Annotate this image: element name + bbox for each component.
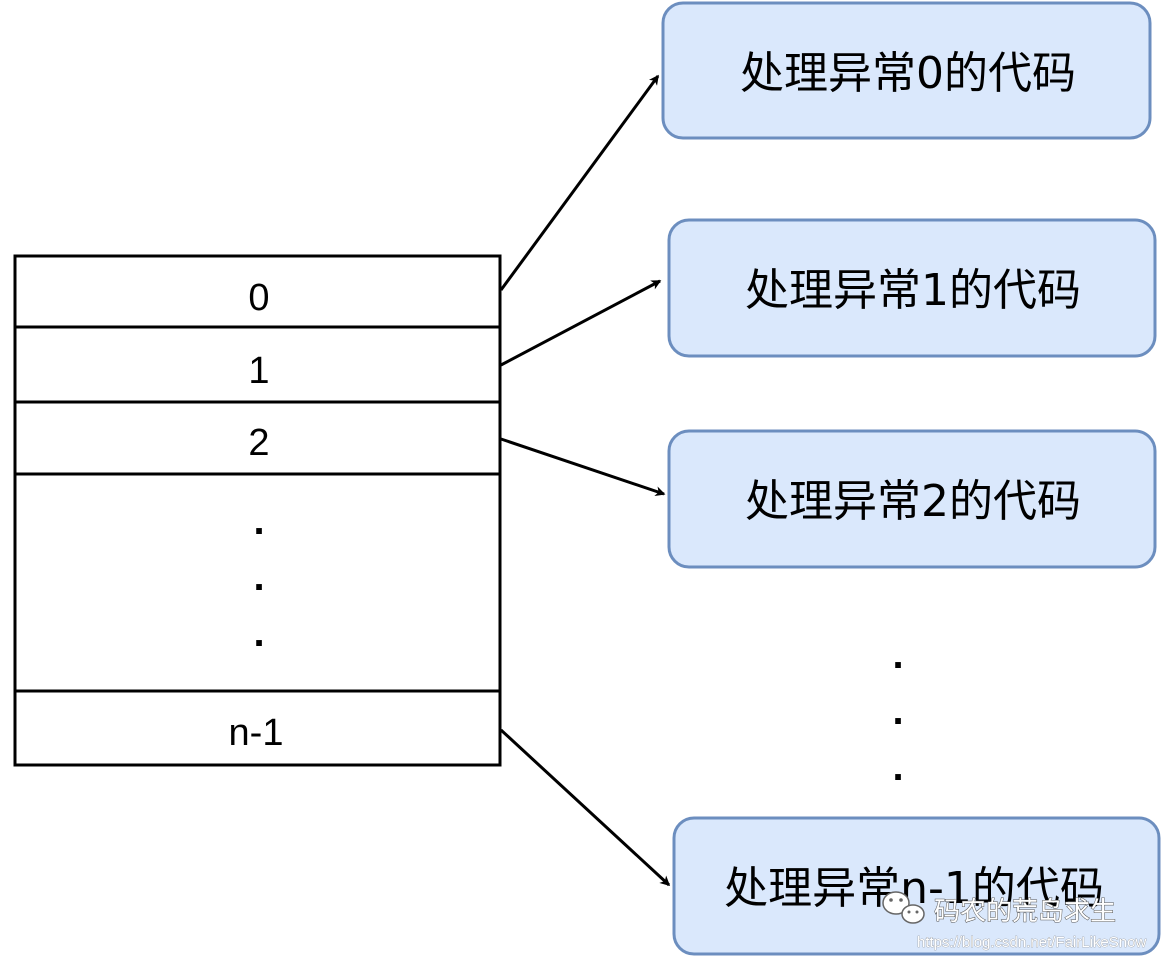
handler-ellipsis-dot: . [892, 689, 903, 733]
arrow-2 [500, 437, 666, 497]
handler-box-1 [667, 218, 1157, 358]
handler-boxes: 处理异常0的代码 处理异常1的代码 处理异常2的代码 . . . 处理异常n-1… [661, 1, 1161, 956]
handler-ellipsis-dot: . [892, 745, 903, 789]
arrows [499, 74, 671, 887]
table-cell-n-1 [13, 689, 502, 767]
table-cell-0 [13, 254, 502, 329]
arrow-0 [499, 74, 660, 291]
handler-label: 处理异常1的代码 [745, 265, 1081, 316]
handler-label: 处理异常2的代码 [745, 476, 1081, 527]
table-ellipsis-dot: . [253, 611, 264, 655]
table-cell-1 [13, 325, 502, 404]
watermark: 码农的荒岛求生 https://blog.csdn.net/FairLikeSn… [882, 891, 1147, 951]
handler-box-2 [667, 429, 1157, 569]
arrow-n-1 [499, 728, 671, 887]
handler-ellipsis-dot: . [892, 633, 903, 677]
table-cell-ellipsis [13, 472, 502, 693]
wechat-icon [882, 891, 925, 924]
table-entry-label: 0 [248, 277, 269, 319]
handler-label: 处理异常0的代码 [740, 48, 1076, 99]
watermark-url: https://blog.csdn.net/FairLikeSnow [917, 934, 1146, 951]
handler-box-n-1 [672, 816, 1161, 956]
handler-box-0 [661, 1, 1152, 140]
arrow-1 [500, 279, 662, 367]
vector-table: 0 1 2 . . . n-1 [13, 254, 502, 767]
table-entry-label: 1 [248, 350, 269, 392]
table-ellipsis-dot: . [253, 499, 264, 543]
table-ellipsis-dot: . [253, 555, 264, 599]
table-entry-label: 2 [248, 422, 269, 464]
table-entry-label: n-1 [229, 712, 284, 754]
watermark-name: 码农的荒岛求生 [934, 897, 1116, 927]
